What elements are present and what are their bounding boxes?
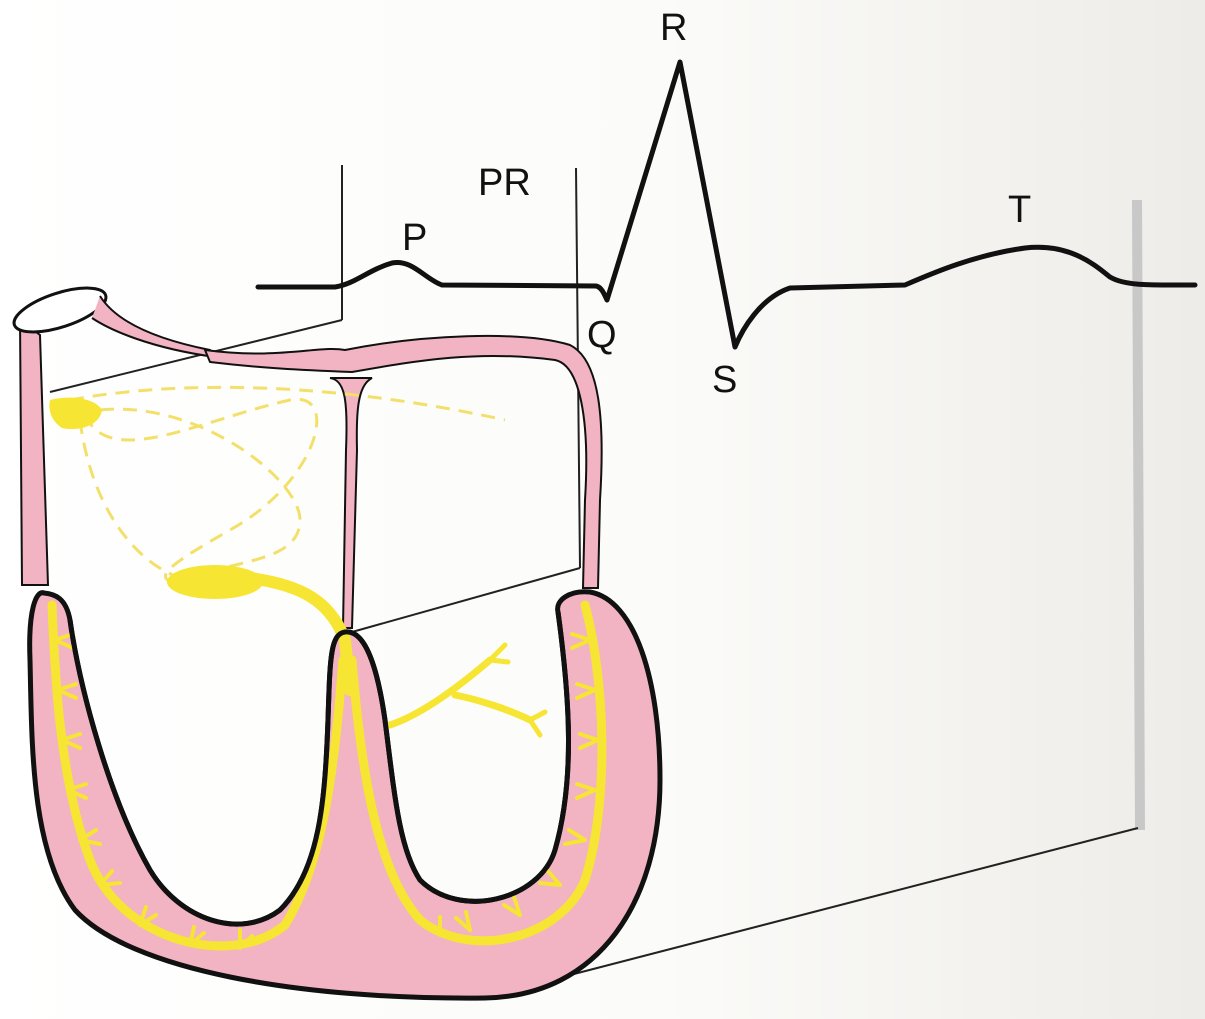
q-wave-label: Q <box>587 314 617 356</box>
r-wave-label: R <box>660 7 687 49</box>
atrial-roof <box>205 336 602 588</box>
moderator-branch <box>390 660 530 725</box>
p-wave-label: P <box>402 217 427 259</box>
pr-end-to-septum-line <box>352 568 580 632</box>
internodal-pathways <box>70 387 505 585</box>
pr-interval-label: PR <box>478 162 531 204</box>
heart <box>9 279 660 998</box>
sa-node <box>49 398 102 429</box>
s-wave-label: S <box>712 359 737 401</box>
vena-cava-tube-top <box>92 296 215 357</box>
vena-cava <box>20 320 48 585</box>
atrial-septum <box>330 378 372 628</box>
t-wave-end-shadow-line <box>1137 200 1140 830</box>
t-wave-label: T <box>1008 189 1031 231</box>
ecg-trace <box>258 62 1195 347</box>
